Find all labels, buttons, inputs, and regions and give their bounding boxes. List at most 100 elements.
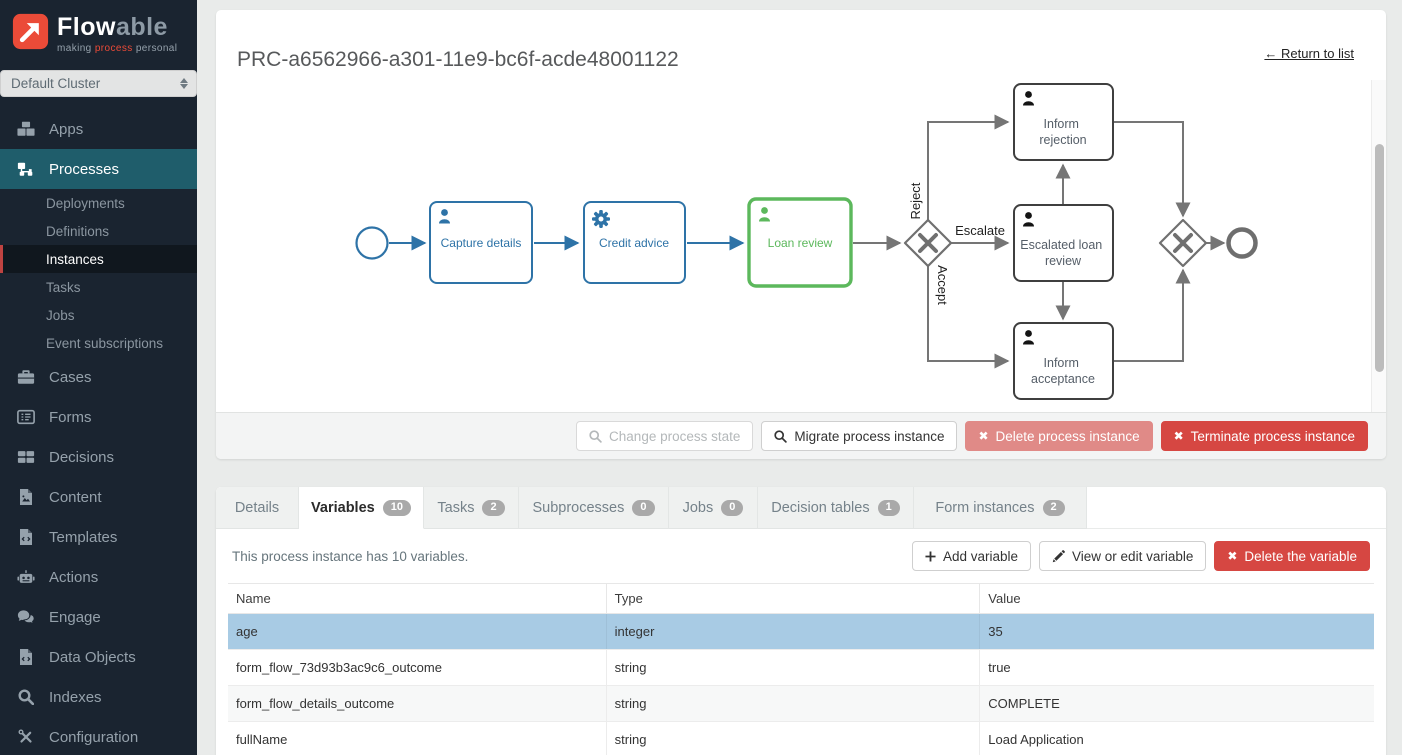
sidebar-item-label: Processes: [49, 160, 120, 178]
flowable-logo[interactable]: Flowable making process personal: [0, 0, 197, 64]
migrate-process-instance-button[interactable]: Migrate process instance: [761, 421, 958, 451]
select-arrows-icon: [180, 78, 188, 89]
terminate-process-instance-button[interactable]: ✖ Terminate process instance: [1160, 421, 1368, 451]
change-process-state-button[interactable]: Change process state: [576, 421, 754, 451]
tab-form-instances[interactable]: Form instances 2: [914, 487, 1087, 529]
sidebar-item-engage[interactable]: Engage: [0, 597, 197, 637]
table-row[interactable]: form_flow_73d93b3ac9c6_outcome string tr…: [228, 649, 1374, 686]
sidebar-item-label: Engage: [49, 608, 101, 626]
magnifier-icon: [774, 429, 788, 443]
tab-variables[interactable]: Variables 10: [299, 487, 424, 529]
cell-value: COMPLETE: [979, 685, 1374, 722]
cell-type: string: [605, 685, 980, 722]
user-task-icon: [1023, 91, 1034, 106]
table-cells-icon: [16, 449, 36, 465]
sidebar-item-content[interactable]: Content: [0, 477, 197, 517]
add-variable-button[interactable]: Add variable: [911, 541, 1032, 571]
tab-tasks[interactable]: Tasks 2: [424, 487, 519, 529]
sidebar-item-label: Decisions: [49, 448, 115, 466]
cell-value: 35: [979, 613, 1374, 650]
cell-name: form_flow_details_outcome: [228, 685, 607, 722]
tab-filler: [1087, 487, 1386, 529]
sidebar-item-configuration[interactable]: Configuration: [0, 717, 197, 755]
sidebar-item-apps[interactable]: Apps: [0, 109, 197, 149]
sidebar-item-label: Actions: [49, 568, 99, 586]
sidebar-item-label: Indexes: [49, 688, 102, 706]
diagram-scrollbar-thumb[interactable]: [1375, 144, 1384, 372]
variables-table: Name Type Value age integer 35 form_flow…: [228, 583, 1374, 755]
delete-process-instance-button[interactable]: ✖ Delete process instance: [965, 421, 1153, 451]
logo-name: Flowable: [57, 13, 168, 41]
service-task-gear-icon: [592, 210, 610, 228]
sidebar-item-forms[interactable]: Forms: [0, 397, 197, 437]
comments-icon: [16, 609, 36, 625]
sidebar-item-label: Forms: [49, 408, 92, 426]
sidebar-item-indexes[interactable]: Indexes: [0, 677, 197, 717]
robot-icon: [16, 569, 36, 585]
table-row[interactable]: form_flow_details_outcome string COMPLET…: [228, 685, 1374, 722]
sidebar: Flowable making process personal Default…: [0, 0, 197, 755]
search-icon: [16, 689, 36, 705]
sidebar-item-tasks[interactable]: Tasks: [46, 279, 81, 295]
sidebar-item-templates[interactable]: Templates: [0, 517, 197, 557]
sidebar-nav: Apps Processes Deployments Definitions I…: [0, 109, 197, 755]
form-list-icon: [16, 409, 36, 425]
svg-text:Escalated loan revie: Escalated loan review: [1020, 238, 1106, 268]
sidebar-item-label: Templates: [49, 528, 118, 546]
table-row[interactable]: fullName string Load Application: [228, 721, 1374, 755]
sidebar-item-jobs[interactable]: Jobs: [46, 307, 75, 323]
sidebar-item-actions[interactable]: Actions: [0, 557, 197, 597]
sidebar-item-cases[interactable]: Cases: [0, 357, 197, 397]
sidebar-item-instances[interactable]: Instances: [0, 245, 197, 273]
flow-label-escalate: Escalate: [955, 223, 1005, 238]
tab-badge: 0: [632, 499, 655, 516]
boxes-icon: [16, 121, 36, 137]
table-row-age-selected[interactable]: age integer 35: [228, 613, 1374, 650]
process-instance-header: PRC-a6562966-a301-11e9-bc6f-acde48001122…: [216, 10, 1386, 80]
flow-label-reject: Reject: [908, 182, 923, 219]
view-edit-variable-button[interactable]: View or edit variable: [1039, 541, 1207, 571]
column-header-value: Value: [979, 583, 1374, 614]
task-inform-rejection: Inform rejection: [1013, 83, 1114, 161]
user-task-icon: [1023, 330, 1034, 345]
tab-badge: 10: [382, 499, 411, 516]
diagram-scrollbar-track[interactable]: [1371, 80, 1386, 412]
sidebar-item-definitions[interactable]: Definitions: [46, 223, 110, 239]
svg-text:Inform acceptance: Inform acceptance: [1031, 356, 1095, 386]
sidebar-item-label: Apps: [49, 120, 84, 138]
processes-submenu: Deployments Definitions Instances Tasks …: [0, 189, 197, 357]
cluster-select[interactable]: Default Cluster: [0, 70, 197, 97]
svg-text:Credit advice: Credit advice: [599, 236, 669, 250]
sidebar-item-processes[interactable]: Processes: [0, 149, 197, 189]
sidebar-item-label: Data Objects: [49, 648, 136, 666]
end-event: [1226, 227, 1258, 259]
sidebar-item-deployments[interactable]: Deployments: [46, 195, 125, 211]
task-credit-advice: Credit advice: [583, 201, 686, 284]
flowable-logo-icon: [12, 13, 49, 50]
cell-name: form_flow_73d93b3ac9c6_outcome: [228, 649, 607, 686]
cell-name: fullName: [228, 721, 607, 755]
tab-badge: 2: [1042, 499, 1065, 516]
delete-variable-button[interactable]: ✖ Delete the variable: [1214, 541, 1370, 571]
sitemap-icon: [16, 161, 36, 177]
sidebar-item-data-objects[interactable]: Data Objects: [0, 637, 197, 677]
return-to-list-link[interactable]: ← Return to list: [1264, 46, 1354, 61]
task-capture-details: Capture details: [429, 201, 533, 284]
variables-infobar: This process instance has 10 variables. …: [216, 529, 1386, 583]
pending-flows: [853, 114, 1226, 369]
cell-type: string: [605, 649, 980, 686]
tab-badge: 2: [482, 499, 505, 516]
pencil-icon: [1052, 549, 1065, 562]
tab-decision-tables[interactable]: Decision tables 1: [758, 487, 914, 529]
svg-text:Loan review: Loan review: [768, 236, 833, 250]
exclusive-gateway-converging: [1158, 218, 1208, 268]
sidebar-item-decisions[interactable]: Decisions: [0, 437, 197, 477]
sidebar-item-event-subscriptions[interactable]: Event subscriptions: [46, 335, 164, 351]
user-task-icon: [439, 209, 450, 224]
tab-subprocesses[interactable]: Subprocesses 0: [519, 487, 669, 529]
tab-jobs[interactable]: Jobs 0: [669, 487, 758, 529]
variables-actions: Add variable View or edit variable ✖ Del…: [911, 541, 1370, 571]
magnifier-icon: [589, 429, 602, 443]
tab-details[interactable]: Details: [216, 487, 299, 529]
x-icon: ✖: [1173, 429, 1184, 443]
